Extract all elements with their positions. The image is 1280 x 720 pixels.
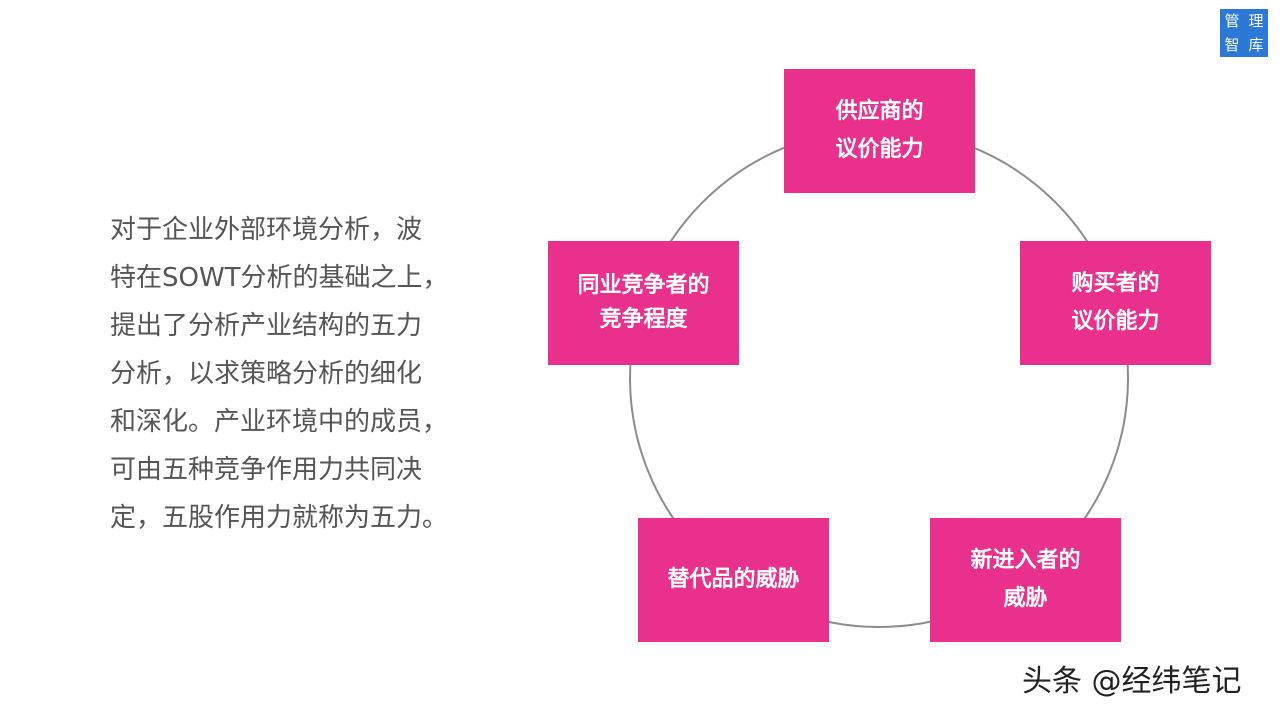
node-substitute-threat: 替代品的威胁 [638,518,829,642]
node-supplier-bargaining-power: 供应商的 议价能力 [784,69,975,193]
node-label: 新进入者的 [970,548,1081,573]
intro-line: 定，五股作用力就称为五力。 [110,503,449,533]
intro-line: 特在SOWT分析的基础之上， [110,263,449,293]
node-buyer-bargaining-power: 购买者的 议价能力 [1020,241,1211,365]
intro-line: 可由五种竞争作用力共同决 [110,455,423,485]
node-label: 竞争程度 [599,307,688,332]
logo-char: 管 [1224,12,1240,30]
logo-char: 理 [1248,12,1264,30]
node-label: 议价能力 [835,137,924,162]
node-label: 购买者的 [1071,271,1160,296]
node-industry-rivalry: 同业竞争者的 竞争程度 [548,241,739,365]
brand-logo: 管 理 智 库 [1220,9,1268,57]
intro-paragraph: 对于企业外部环境分析，波 特在SOWT分析的基础之上， 提出了分析产业结构的五力… [110,206,480,542]
intro-line: 提出了分析产业结构的五力 [110,311,423,341]
intro-line: 分析，以求策略分析的细化 [110,359,423,389]
node-new-entrant-threat: 新进入者的 威胁 [930,518,1121,642]
logo-char: 智 [1224,36,1240,54]
node-label: 威胁 [1003,586,1048,611]
source-watermark: 头条 @经纬笔记 [1022,664,1242,699]
node-label: 供应商的 [835,99,924,124]
intro-line: 对于企业外部环境分析，波 [110,215,423,245]
node-label: 同业竞争者的 [577,273,710,298]
logo-char: 库 [1248,36,1264,54]
node-label: 议价能力 [1071,309,1160,334]
intro-line: 和深化。产业环境中的成员， [110,407,449,437]
node-label: 替代品的威胁 [667,567,800,592]
